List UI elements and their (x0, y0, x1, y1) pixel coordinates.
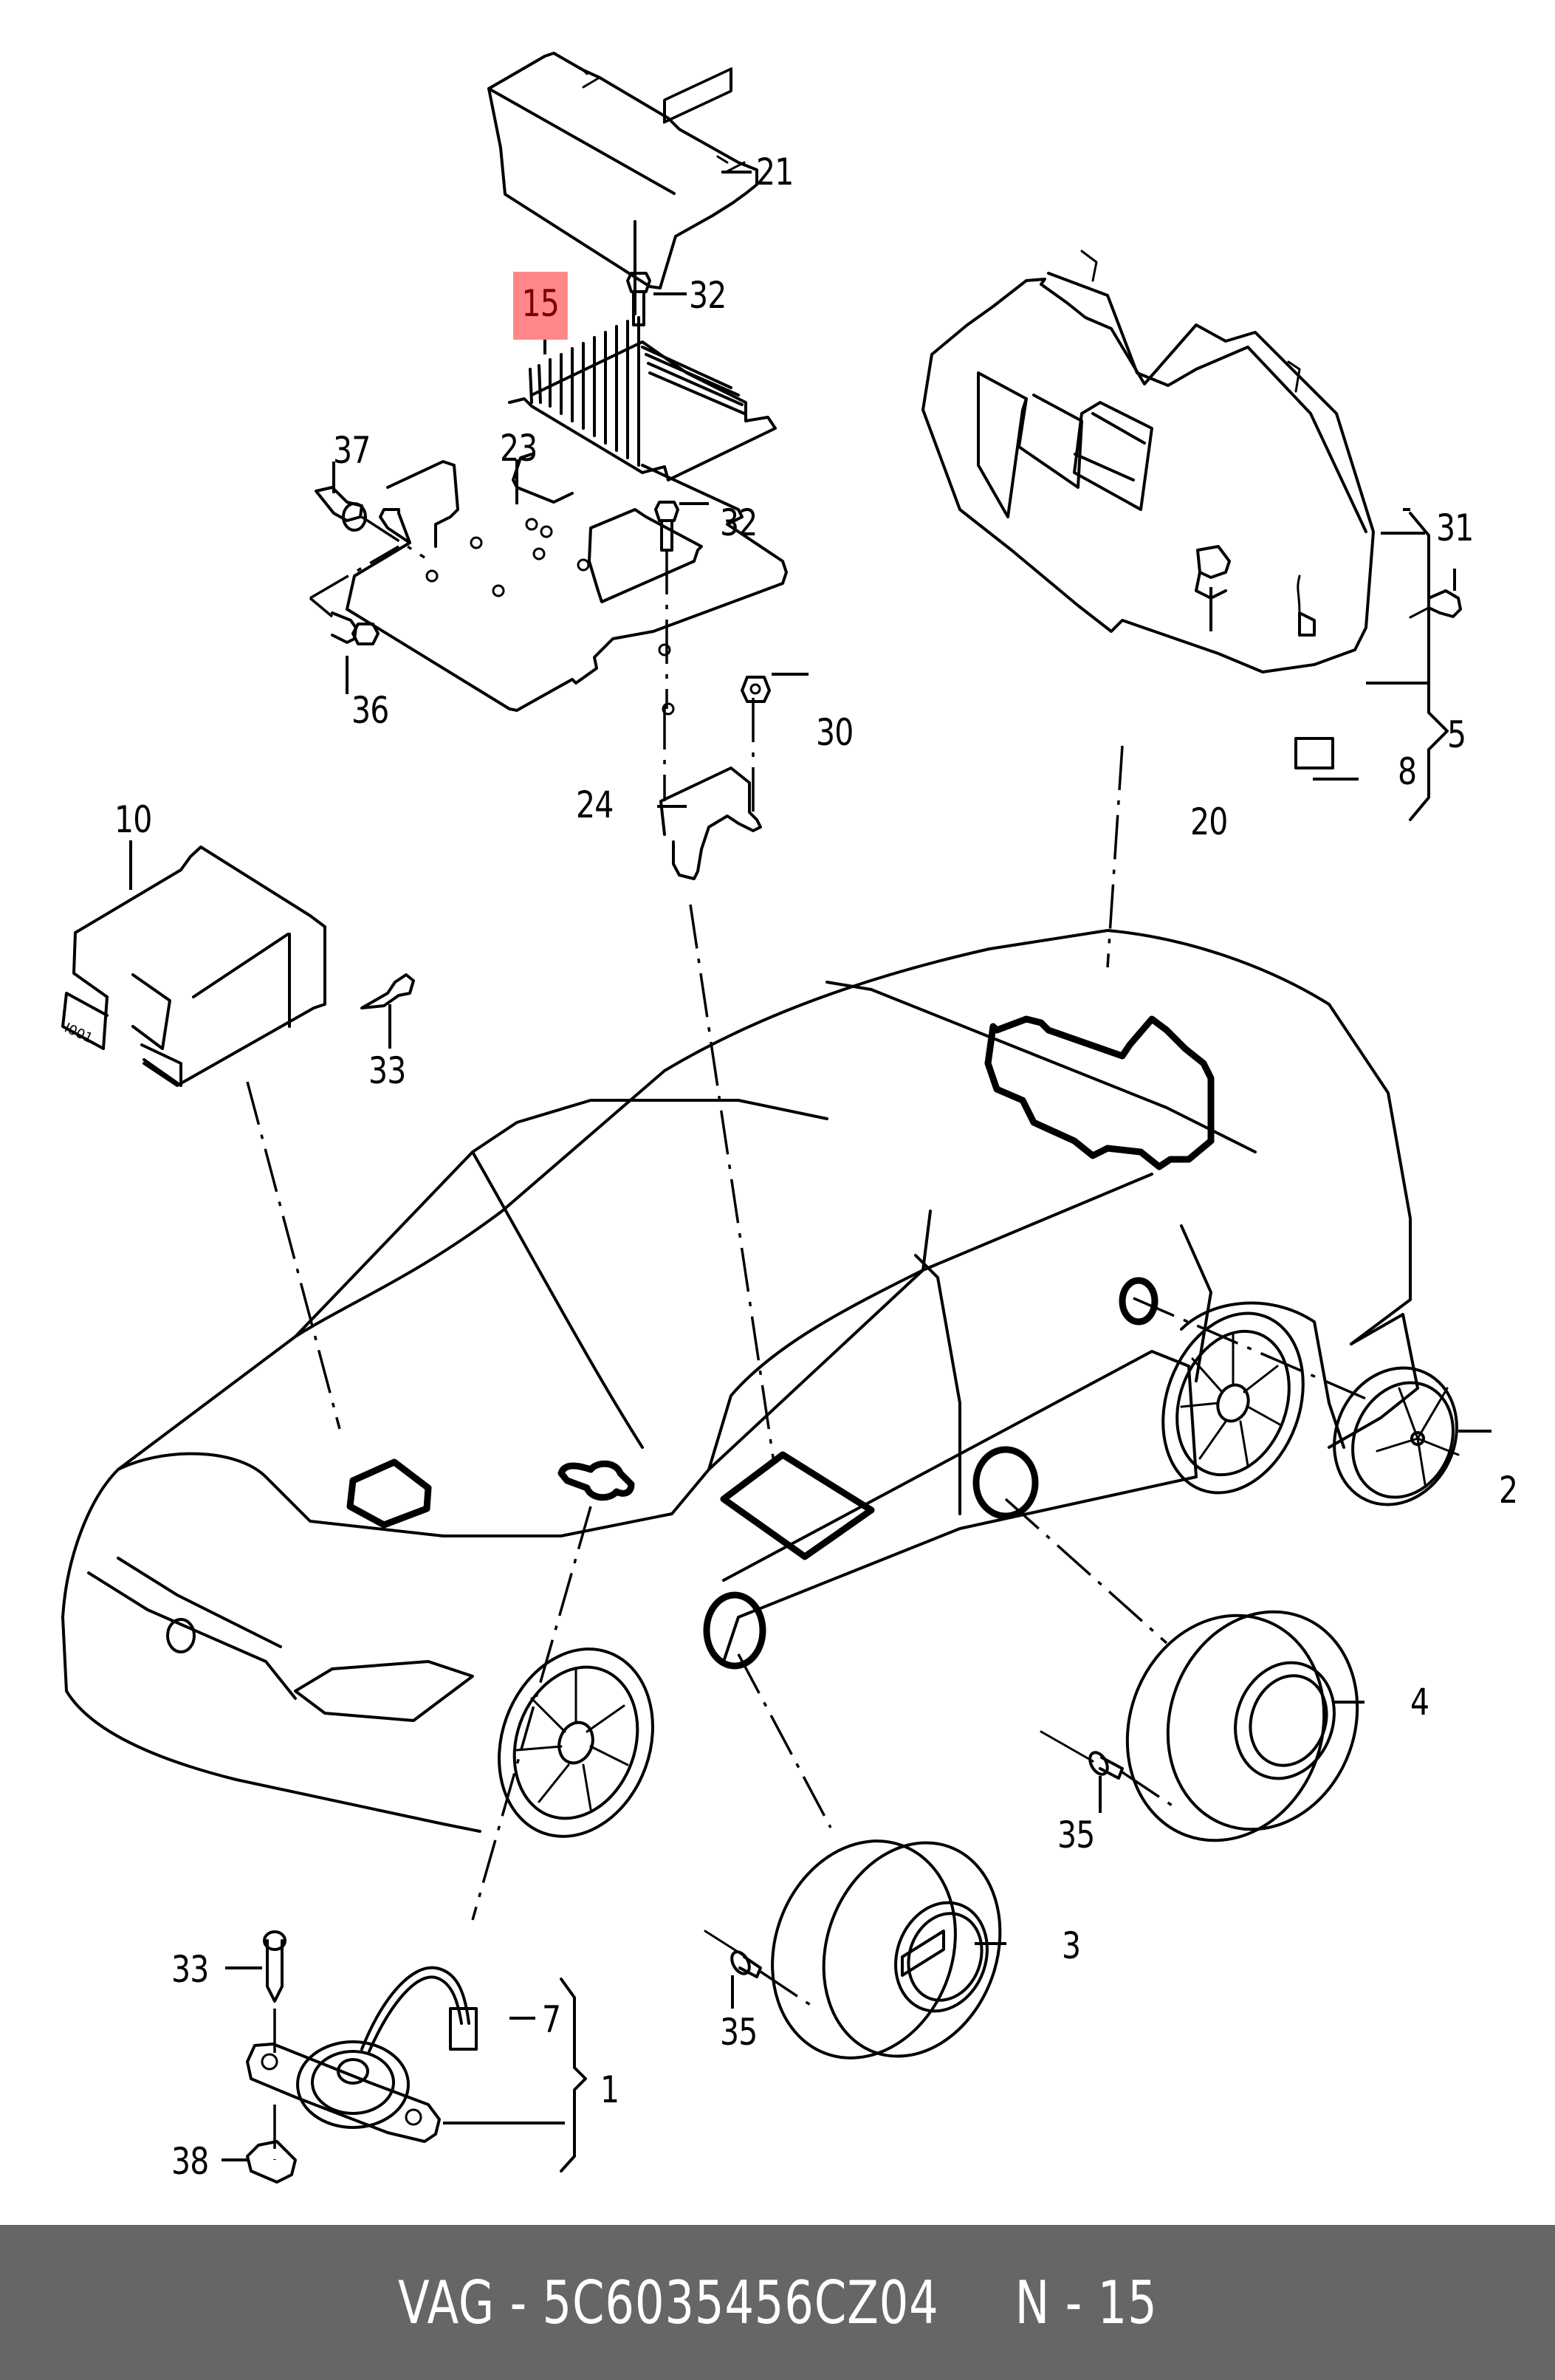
callout-31[interactable]: 31 (1436, 507, 1474, 549)
mount-location-4 (972, 1446, 1168, 1645)
part-33-screw-lower (225, 1930, 286, 2060)
callout-2[interactable]: 2 (1499, 1469, 1518, 1512)
part-4-speaker (1125, 1610, 1365, 1842)
part-8-connector (1294, 575, 1359, 781)
callout-15-highlighted[interactable]: 15 (513, 272, 568, 340)
part-23-bracket (346, 453, 788, 716)
callout-10[interactable]: 10 (114, 798, 152, 841)
callout-7[interactable]: 7 (542, 1998, 561, 2041)
part-5-shelf-trim (921, 250, 1449, 968)
callout-32-top[interactable]: 32 (689, 274, 727, 317)
part-24-bracket (657, 705, 762, 880)
part-38-clip (222, 2105, 297, 2184)
callout-24[interactable]: 24 (576, 783, 614, 826)
callout-8[interactable]: 8 (1398, 750, 1417, 793)
part-10-marking: I001 (62, 1020, 95, 1046)
callout-35-upper[interactable]: 35 (1057, 1814, 1095, 1856)
callout-33-upper[interactable]: 33 (368, 1049, 406, 1092)
mount-location-15 (689, 904, 875, 1560)
parts-diagram: I001 (61, 52, 1492, 2184)
part-10-control-unit: I001 (61, 840, 341, 1430)
part-31-bolt (1409, 569, 1462, 619)
mount-location-3 (703, 1591, 832, 1828)
part-33-screw-upper (360, 973, 415, 1049)
part-21-cover (487, 52, 758, 289)
callout-37[interactable]: 37 (333, 429, 371, 472)
part-36-bolt (309, 545, 399, 694)
part-2-tweeter (1333, 1366, 1492, 1506)
callout-21[interactable]: 21 (756, 151, 794, 193)
car-body (61, 929, 1419, 1838)
part-3-speaker (771, 1839, 1006, 2060)
part-20-clip (1195, 545, 1231, 631)
mount-location-10 (346, 1458, 432, 1529)
callout-35-lower[interactable]: 35 (720, 2011, 758, 2054)
mount-location-5 (984, 1015, 1215, 1170)
callout-23[interactable]: 23 (500, 427, 538, 470)
callout-32-middle[interactable]: 32 (720, 501, 758, 544)
part-37-clip (315, 462, 425, 559)
mount-location-2 (1119, 1277, 1368, 1401)
callout-33-lower[interactable]: 33 (171, 1948, 209, 1991)
part-32-bolt-top (626, 272, 687, 326)
callout-20[interactable]: 20 (1190, 800, 1228, 843)
callout-1[interactable]: 1 (600, 2068, 619, 2111)
part-35-rivet-lower (704, 1930, 817, 2010)
part-32-bolt-middle (654, 501, 709, 709)
mount-location-1 (471, 1460, 635, 1921)
callout-30[interactable]: 30 (816, 711, 854, 754)
callout-5[interactable]: 5 (1447, 713, 1466, 756)
footer-part-number-text: VAG - 5C6035456CZ04 N - 15 (397, 2268, 1158, 2337)
callout-38[interactable]: 38 (171, 2140, 209, 2183)
callout-36[interactable]: 36 (351, 689, 389, 732)
callout-4[interactable]: 4 (1410, 1681, 1429, 1724)
part-1-buzzer (246, 1966, 587, 2172)
footer-banner: VAG - 5C6035456CZ04 N - 15 (0, 2225, 1555, 2380)
part-35-rivet-upper (1040, 1730, 1178, 1813)
callout-3[interactable]: 3 (1062, 1924, 1081, 1967)
part-30-nut (741, 673, 809, 820)
